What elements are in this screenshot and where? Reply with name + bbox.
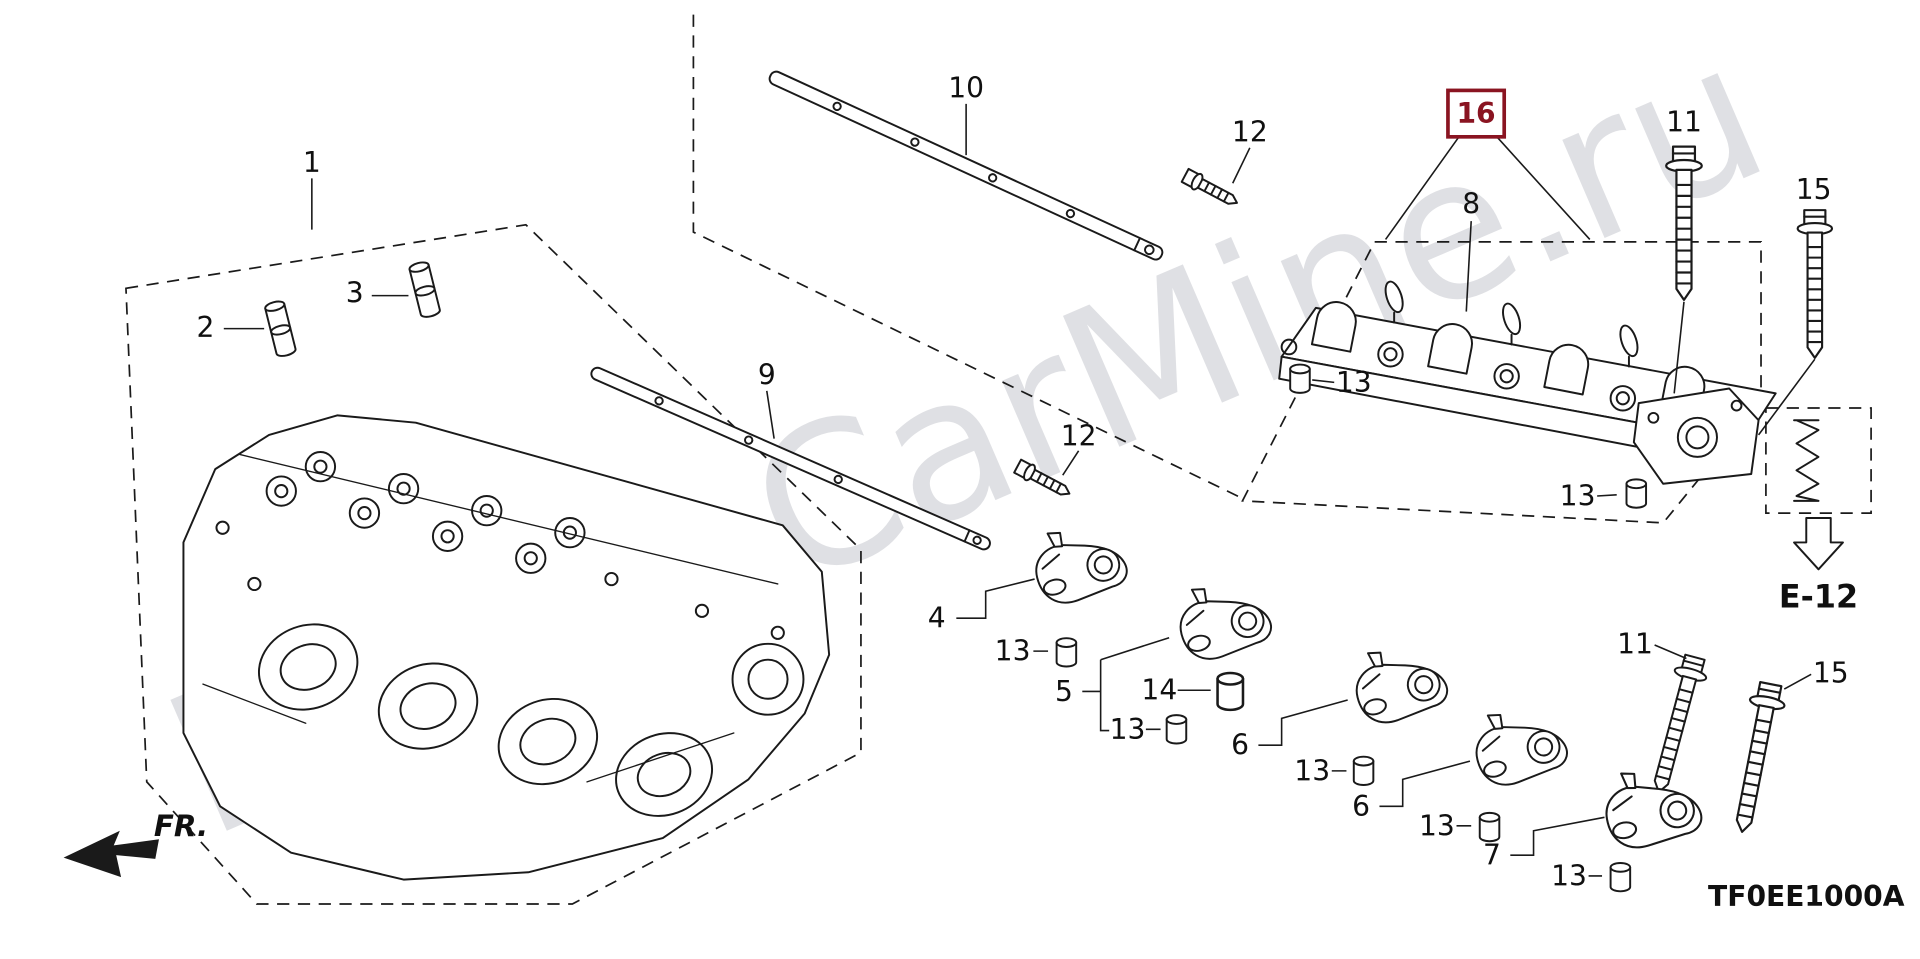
callout-1[interactable]: 1 — [303, 146, 321, 179]
rocker-assembly-drawing — [1278, 280, 1777, 485]
callout-14[interactable]: 14 — [1141, 674, 1177, 707]
callout-13[interactable]: 13 — [1110, 713, 1146, 746]
cylinder-head-drawing — [182, 414, 831, 881]
callout-13[interactable]: 13 — [1336, 366, 1372, 399]
callout-16-box — [1446, 88, 1507, 139]
dashed-boundary-part1 — [125, 223, 862, 905]
leader-line — [1258, 699, 1605, 877]
callout-5[interactable]: 5 — [1055, 675, 1073, 708]
rocker-shaft-a-drawing — [768, 70, 1164, 261]
e12-arrow-icon — [1793, 517, 1844, 571]
rocker-arm-drawing — [1466, 698, 1573, 792]
callout-12[interactable]: 12 — [1232, 115, 1268, 148]
callout-6[interactable]: 6 — [1231, 729, 1249, 762]
pivot-cylinder-large-drawing — [1216, 671, 1245, 712]
callout-15[interactable]: 15 — [1813, 657, 1849, 690]
callout-11[interactable]: 11 — [1617, 627, 1653, 660]
rocker-arm-drawing — [1598, 760, 1706, 854]
leader-line — [223, 178, 409, 330]
callout-12[interactable]: 12 — [1061, 420, 1097, 453]
leader-line — [765, 103, 1251, 476]
callout-15[interactable]: 15 — [1796, 173, 1832, 206]
pivot-cylinder-drawing — [1289, 363, 1311, 394]
callout-2[interactable]: 2 — [197, 311, 215, 344]
pivot-cylinder-drawing — [1625, 478, 1648, 509]
rocker-arm-drawing — [1170, 572, 1277, 666]
spring-drawing — [1793, 419, 1820, 502]
callout-11[interactable]: 11 — [1666, 106, 1702, 139]
leader-lines — [223, 103, 1816, 877]
diagram-code: TF0EE1000A — [1708, 880, 1905, 913]
callout-9[interactable]: 9 — [758, 359, 776, 392]
callout-7[interactable]: 7 — [1483, 839, 1501, 872]
dashed-boundary-shafts — [692, 14, 1243, 500]
leader-line — [1654, 644, 1812, 690]
rocker-shaft-b-drawing — [590, 366, 991, 551]
callout-13[interactable]: 13 — [995, 635, 1031, 668]
pivot-cylinder-drawing — [1352, 755, 1375, 787]
callout-6[interactable]: 6 — [1352, 790, 1370, 823]
callout-8[interactable]: 8 — [1462, 188, 1480, 221]
callout-16[interactable]: 16 — [1457, 97, 1496, 130]
valve-guide-drawing — [263, 298, 298, 359]
dashed-boundary-assembly — [1241, 241, 1762, 524]
flange-bolt-drawing — [1796, 209, 1834, 359]
callout-13[interactable]: 13 — [1551, 859, 1587, 892]
fr-label: FR. — [154, 809, 208, 843]
flange-bolt-drawing — [1723, 679, 1790, 837]
callout-3[interactable]: 3 — [346, 277, 364, 310]
leader-line — [1312, 136, 1816, 497]
rocker-arm-drawing — [1346, 635, 1453, 730]
pivot-cylinder-drawing — [1609, 861, 1632, 893]
pivot-cylinder-drawing — [1478, 811, 1501, 843]
fr-arrow-icon — [63, 830, 159, 878]
callout-10[interactable]: 10 — [948, 71, 984, 104]
leader-line — [956, 578, 1211, 732]
callout-13[interactable]: 13 — [1560, 480, 1596, 513]
dashed-boundary-e12 — [1765, 407, 1872, 514]
callout-13[interactable]: 13 — [1419, 809, 1455, 842]
reference-e12[interactable]: E-12 — [1779, 579, 1858, 615]
pivot-cylinder-drawing — [1165, 714, 1188, 745]
pivot-cylinder-drawing — [1055, 637, 1078, 668]
callout-13[interactable]: 13 — [1294, 754, 1330, 787]
callout-4[interactable]: 4 — [928, 602, 946, 635]
callout-16-group[interactable]: 16 — [1446, 88, 1507, 139]
stud-bolt-drawing — [1180, 166, 1242, 212]
valve-guide-drawing — [407, 259, 442, 320]
flange-bolt-drawing — [1642, 652, 1712, 798]
